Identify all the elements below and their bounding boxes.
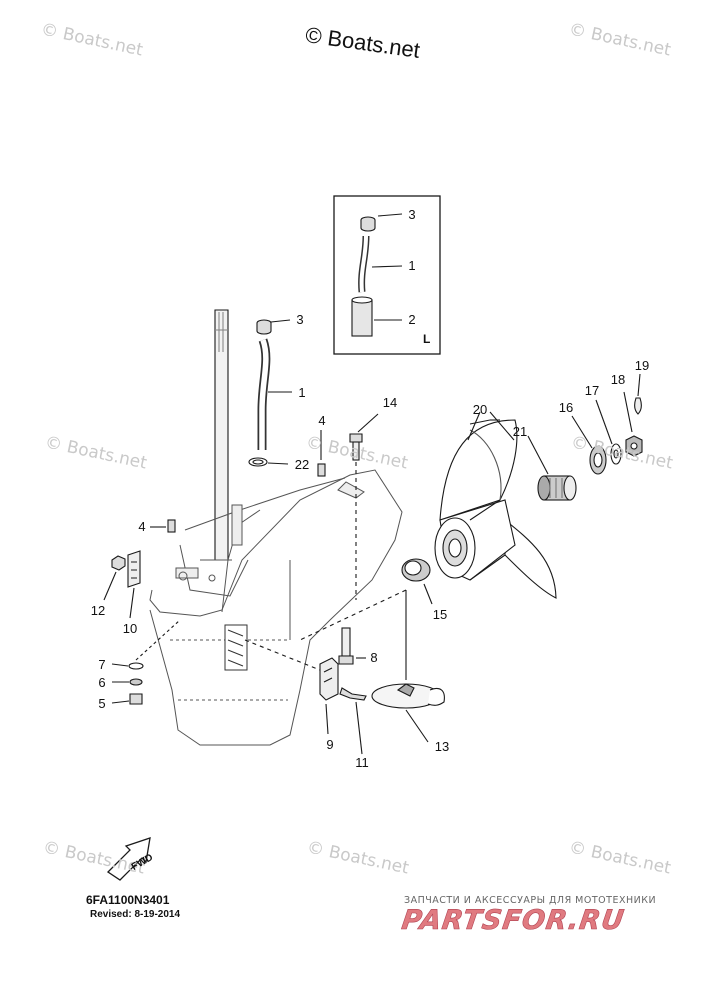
inset-letter: L xyxy=(423,332,431,346)
callout-14: 14 xyxy=(382,395,398,410)
drive-shaft xyxy=(214,309,229,561)
callout-8: 8 xyxy=(370,650,378,665)
inset-frame xyxy=(333,195,441,355)
inset-callout-1: 1 xyxy=(408,258,416,273)
inset-sleeve xyxy=(351,299,373,337)
inset-callout-3: 3 xyxy=(408,207,416,222)
washer-6 xyxy=(129,678,143,686)
callout-3: 3 xyxy=(296,312,304,327)
callout-12: 12 xyxy=(90,603,106,618)
callout-1: 1 xyxy=(298,385,306,400)
callout-7: 7 xyxy=(98,657,106,672)
bolt-14 xyxy=(349,433,363,443)
callout-6: 6 xyxy=(98,675,106,690)
dowel-pin-upper xyxy=(317,463,326,477)
washer-7 xyxy=(128,662,144,670)
diagram-code: 6FA1100N3401 xyxy=(86,893,170,907)
callout-9: 9 xyxy=(326,737,334,752)
callout-20: 20 xyxy=(472,402,488,417)
seal-22 xyxy=(248,457,268,467)
callout-19: 19 xyxy=(634,358,650,373)
callout-22: 22 xyxy=(294,457,310,472)
callout-17: 17 xyxy=(584,383,600,398)
spacer-21 xyxy=(537,475,577,501)
screw-11 xyxy=(339,687,367,701)
washer-17 xyxy=(610,443,622,465)
lower-casing xyxy=(149,469,403,746)
callout-10: 10 xyxy=(122,621,138,636)
callout-4-upper: 4 xyxy=(318,413,326,428)
nut-12 xyxy=(111,555,126,571)
callout-4-lower: 4 xyxy=(138,519,146,534)
callout-16: 16 xyxy=(558,400,574,415)
fwd-arrow xyxy=(106,837,151,881)
dowel-pin-lower xyxy=(167,519,176,533)
propeller-20 xyxy=(434,419,557,599)
cotter-pin-19 xyxy=(634,397,642,415)
anode-10 xyxy=(127,550,141,588)
callout-5: 5 xyxy=(98,696,106,711)
bolt-8 xyxy=(341,627,351,657)
revised-date: Revised: 8-19-2014 xyxy=(90,909,181,920)
callout-11: 11 xyxy=(355,755,369,770)
callout-15: 15 xyxy=(432,607,448,622)
callout-18: 18 xyxy=(610,372,626,387)
inset-callout-2: 2 xyxy=(408,312,416,327)
shop-logo: PARTSFOR.RU xyxy=(399,905,627,937)
callout-13: 13 xyxy=(434,739,450,754)
bolt-5 xyxy=(129,693,143,705)
callout-21: 21 xyxy=(512,424,528,439)
shop-tagline: ЗАПЧАСТИ И АКСЕССУАРЫ ДЛЯ МОТОТЕХНИКИ xyxy=(404,895,657,906)
